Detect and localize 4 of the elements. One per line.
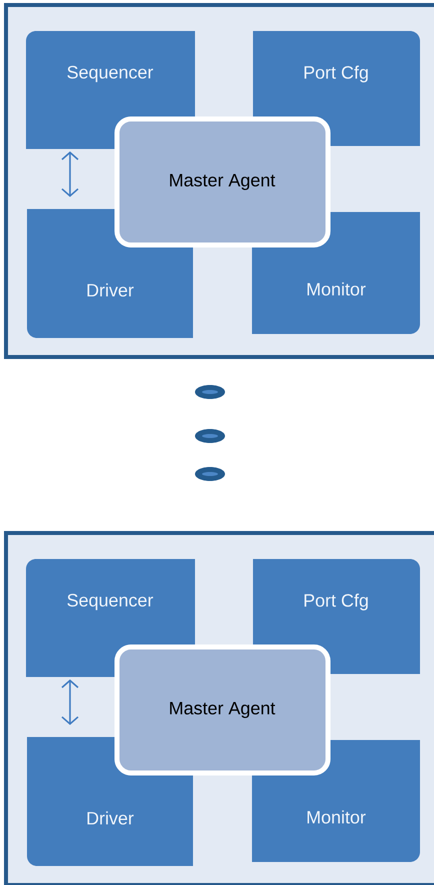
agent-box: Master Agent bbox=[114, 644, 330, 776]
agent-box: Master Agent bbox=[114, 116, 330, 248]
double-arrow bbox=[61, 151, 79, 197]
double-arrow bbox=[61, 679, 79, 725]
